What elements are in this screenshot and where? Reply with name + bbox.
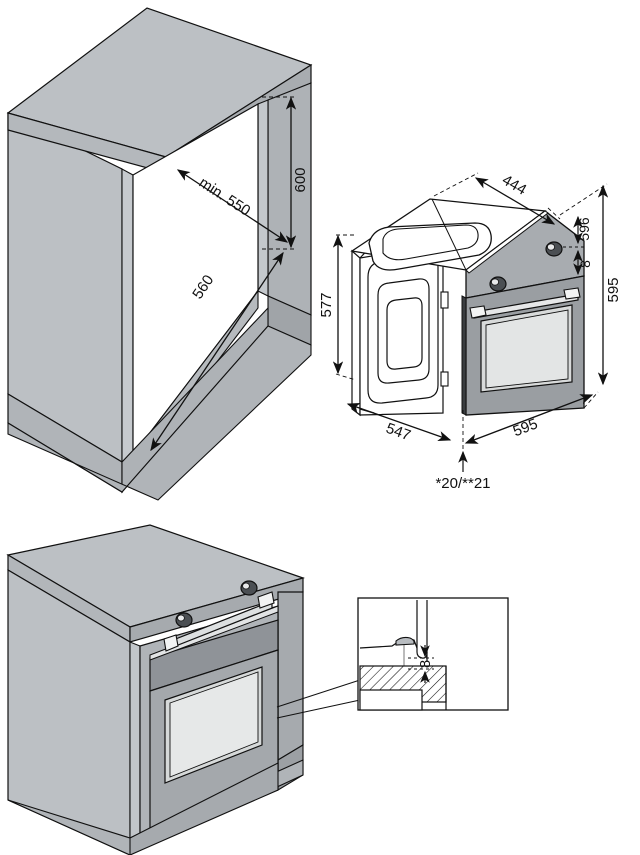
oven-knob-left-highlight xyxy=(490,278,499,286)
oven-door-window-outer xyxy=(377,278,430,384)
dim-door-protrusion: *20/**21 xyxy=(435,410,491,492)
cabinet-niche-left-jamb xyxy=(121,168,134,464)
installed-plinth-front xyxy=(129,762,279,855)
dim-label-oven-height-left: 577 xyxy=(318,292,335,317)
oven-handle-bracket-left xyxy=(469,305,487,319)
dim-label-door-protrusion: *20/**21 xyxy=(435,475,490,492)
dim-label-panel-offset: 8 xyxy=(577,260,593,268)
installed-knob-left-highlight xyxy=(177,614,185,622)
detail-seal-bead xyxy=(395,636,415,646)
dim-label-niche-height: 600 xyxy=(292,167,309,192)
oven-cavity-top-inner xyxy=(382,224,479,261)
dim-panel-offset: 8 xyxy=(563,246,593,276)
view-oven-unit: 444 577 547 595 595 596 xyxy=(318,171,622,492)
dim-worktop-gap: 8 xyxy=(408,645,434,683)
oven-hinge-lower xyxy=(440,371,449,387)
installed-front-stile-left xyxy=(129,641,141,855)
installed-knob-right-highlight xyxy=(242,582,250,590)
view-detail-inset: 8 xyxy=(357,597,509,711)
dim-label-front-width: 595 xyxy=(511,415,540,440)
view-installed-oven xyxy=(6,524,305,855)
oven-hinge-upper xyxy=(440,291,449,309)
oven-handle-bracket-right xyxy=(563,287,581,300)
oven-door-left-edge xyxy=(461,295,467,416)
oven-knob-right-highlight xyxy=(547,243,556,251)
dim-oven-height-left: 577 xyxy=(318,234,357,381)
installed-cabinet-right-side xyxy=(277,591,304,762)
dim-label-panel-height: 596 xyxy=(576,217,592,241)
detail-leader-lines xyxy=(276,679,361,719)
dim-label-oven-depth: 547 xyxy=(384,420,413,445)
installed-plinth xyxy=(7,759,304,855)
oven-door-edge xyxy=(351,249,361,417)
dim-panel-height: 596 xyxy=(573,215,592,245)
oven-door-inner-face xyxy=(359,243,444,416)
view-cabinet-cutout: min. 550 600 560 xyxy=(6,7,313,501)
dim-niche-height: 600 xyxy=(262,96,309,250)
dim-label-front-height: 595 xyxy=(605,277,622,302)
oven-door-window-inner xyxy=(386,297,423,370)
dim-label-worktop-gap: 8 xyxy=(417,660,434,668)
installed-cabinet-left-side xyxy=(7,568,131,855)
detail-void-below xyxy=(359,689,423,711)
cabinet-right-side-inner xyxy=(257,99,269,297)
installed-handle-bracket-right xyxy=(257,591,275,609)
installed-door-glass-inner xyxy=(169,671,259,778)
installed-handle-bracket-left xyxy=(163,634,179,652)
dim-front-height: 595 xyxy=(559,183,622,386)
oven-door-glass-inner xyxy=(485,309,569,389)
cabinet-right-side-outer xyxy=(267,82,312,316)
